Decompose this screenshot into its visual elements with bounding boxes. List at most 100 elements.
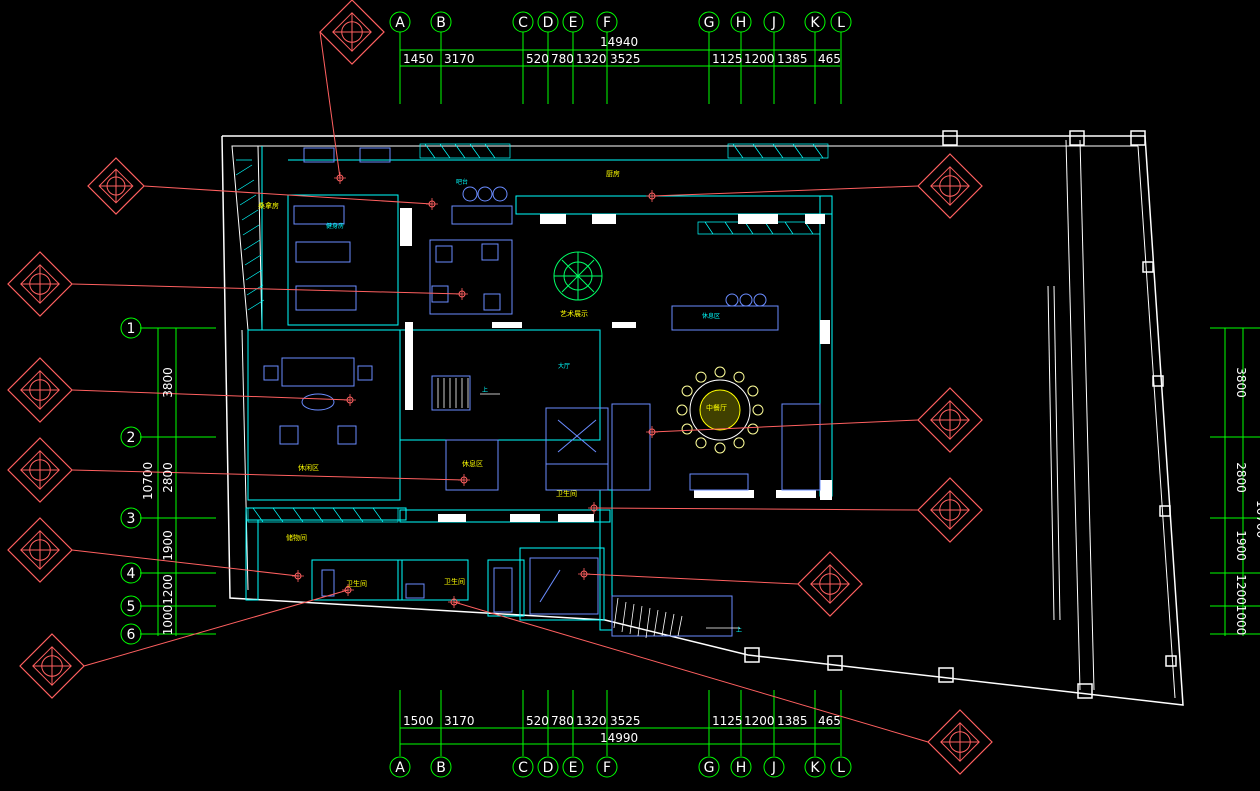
dining-chair bbox=[681, 423, 693, 435]
index-leader-line bbox=[319, 31, 341, 179]
dining-chair bbox=[695, 437, 707, 449]
grid-bubble-left bbox=[120, 595, 142, 617]
index-diamond bbox=[917, 387, 983, 453]
grid-label-top: D bbox=[543, 15, 554, 31]
grid-bubble-top bbox=[596, 11, 618, 33]
index-target-cross bbox=[646, 426, 658, 438]
grid-bubble-bottom bbox=[562, 756, 584, 778]
room-label-hall: 大厅 bbox=[558, 362, 570, 370]
grid-bubble-left bbox=[120, 317, 142, 339]
room-label-bath3: 卫生间 bbox=[556, 489, 577, 498]
dimension-bottom-segment: 1125 bbox=[712, 714, 743, 728]
dimension-top-segment: 780 bbox=[551, 52, 574, 66]
index-target-cross bbox=[342, 584, 354, 596]
index-leader-line bbox=[651, 185, 919, 197]
grid-bubble-top bbox=[804, 11, 826, 33]
index-target-cross bbox=[458, 474, 470, 486]
grid-bubble-left bbox=[120, 623, 142, 645]
index-diamond bbox=[7, 517, 73, 583]
index-leader-line bbox=[593, 507, 919, 511]
dimension-top-segment: 465 bbox=[818, 52, 841, 66]
stair-up-label: 上 bbox=[482, 386, 488, 394]
dining-chair bbox=[733, 437, 745, 449]
grid-label-top: H bbox=[736, 15, 747, 31]
index-target-cross bbox=[588, 502, 600, 514]
grid-bubble-bottom bbox=[730, 756, 752, 778]
room-label-bath2: 卫生间 bbox=[444, 577, 465, 586]
furniture bbox=[263, 147, 821, 637]
grid-label-bottom: A bbox=[395, 760, 405, 776]
dimension-bottom-segment: 3170 bbox=[444, 714, 475, 728]
room-label-game: 休息区 bbox=[462, 459, 483, 468]
dimension-top-segment: 1450 bbox=[403, 52, 434, 66]
round-dining-table bbox=[689, 379, 751, 441]
dimension-left-segment: 1200 bbox=[161, 574, 175, 605]
dining-chair bbox=[714, 366, 726, 378]
grid-label-top: F bbox=[603, 15, 611, 31]
grid-bubble-top bbox=[537, 11, 559, 33]
dimension-right-segment: 1200 bbox=[1234, 574, 1248, 605]
index-target-cross bbox=[456, 288, 468, 300]
index-target-cross bbox=[578, 568, 590, 580]
art-centerpiece bbox=[553, 251, 603, 301]
dimension-bottom-segment: 1200 bbox=[744, 714, 775, 728]
grid-bubble-top bbox=[512, 11, 534, 33]
stair-treads bbox=[437, 378, 740, 639]
index-diamond bbox=[7, 357, 73, 423]
grid-bubble-bottom bbox=[537, 756, 559, 778]
dining-chairs bbox=[676, 366, 764, 454]
room-label-seating: 休息区 bbox=[702, 312, 720, 320]
room-label-bath1: 卫生间 bbox=[346, 579, 367, 588]
dimension-bottom-segment: 780 bbox=[551, 714, 574, 728]
grid-bubble-top bbox=[562, 11, 584, 33]
room-labels: 桑拿房 健身房 吧台 厨房 艺术展示 大厅 中餐厅 休息区 休闲区 休息区 储物… bbox=[258, 169, 742, 634]
grid-bubble-bottom bbox=[763, 756, 785, 778]
dimension-bottom-segment: 1500 bbox=[403, 714, 434, 728]
dimension-bottom-segment: 1385 bbox=[777, 714, 808, 728]
dimension-bottom-segment: 520 bbox=[526, 714, 549, 728]
room-label-gym: 健身房 bbox=[326, 222, 344, 230]
column-markers bbox=[744, 130, 1177, 699]
dimension-right-segment: 3800 bbox=[1234, 367, 1248, 398]
index-target-cross bbox=[334, 172, 346, 184]
index-leader-line bbox=[583, 573, 799, 585]
index-diamond bbox=[927, 709, 993, 775]
index-diamond bbox=[19, 633, 85, 699]
index-diamond bbox=[87, 157, 145, 215]
index-leader-line bbox=[453, 601, 929, 743]
grid-label-left: 4 bbox=[127, 566, 136, 582]
wall-solids bbox=[400, 208, 832, 522]
index-target-cross bbox=[344, 394, 356, 406]
room-label-bar: 吧台 bbox=[456, 178, 468, 186]
top-grid-axis bbox=[389, 11, 852, 104]
grid-bubble-bottom bbox=[830, 756, 852, 778]
top-total-dimension: 14940 bbox=[600, 35, 638, 49]
dimension-right-segment: 2800 bbox=[1234, 462, 1248, 493]
dining-chair bbox=[714, 442, 726, 454]
dining-chair bbox=[747, 423, 759, 435]
grid-label-bottom: E bbox=[569, 760, 578, 776]
grid-bubble-bottom bbox=[804, 756, 826, 778]
dimension-left-segment: 1900 bbox=[161, 530, 175, 561]
right-total-dimension: 10700 bbox=[1254, 500, 1260, 538]
grid-bubble-top bbox=[389, 11, 411, 33]
grid-label-left: 5 bbox=[127, 599, 136, 615]
dimension-top-segment: 520 bbox=[526, 52, 549, 66]
grid-label-bottom: D bbox=[543, 760, 554, 776]
dimension-top-segment: 1125 bbox=[712, 52, 743, 66]
index-diamond bbox=[7, 437, 73, 503]
grid-bubble-bottom bbox=[596, 756, 618, 778]
dimension-top-segment: 1200 bbox=[744, 52, 775, 66]
index-target-cross bbox=[646, 190, 658, 202]
room-label-kitchen: 厨房 bbox=[606, 169, 620, 178]
grid-label-left: 6 bbox=[127, 627, 136, 643]
grid-bubble-top bbox=[730, 11, 752, 33]
room-label-sauna: 桑拿房 bbox=[258, 201, 279, 210]
index-diamond bbox=[797, 551, 863, 617]
grid-label-bottom: C bbox=[518, 760, 528, 776]
index-leader-line bbox=[83, 589, 349, 667]
grid-label-top: L bbox=[837, 15, 845, 31]
grid-label-bottom: K bbox=[810, 760, 820, 776]
dimension-top-segment: 1385 bbox=[777, 52, 808, 66]
